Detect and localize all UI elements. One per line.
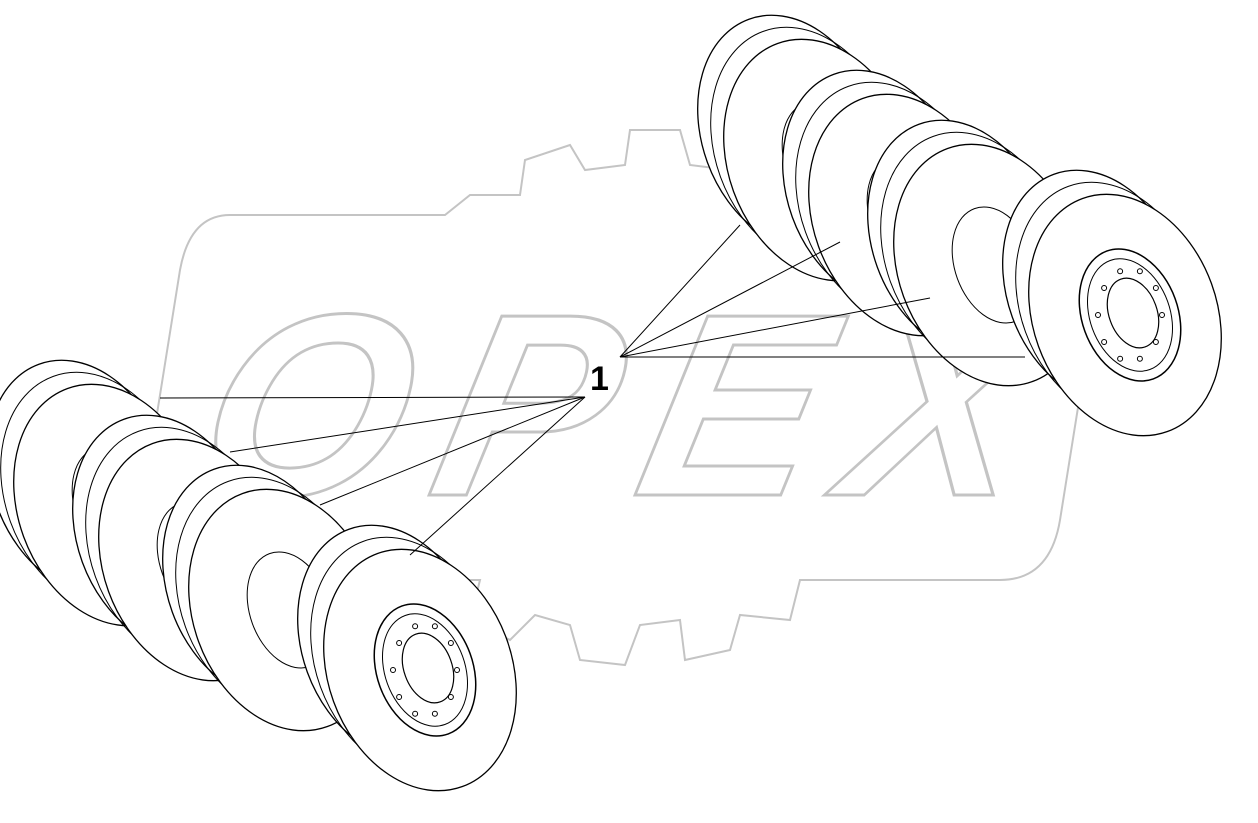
lug-hole [1117,268,1124,275]
lug-hole [396,639,403,646]
lug-hole [454,667,460,673]
lug-hole [1101,284,1108,291]
lug-hole [1159,312,1165,318]
leader-line [159,396,586,399]
rim-outer [373,603,477,737]
rim-outer [1078,248,1182,382]
lug-hole [412,623,419,630]
lug-hole [431,623,438,630]
lug-hole [1095,312,1101,318]
tire-front-sidewall [1028,193,1222,437]
lug-hole [447,694,454,701]
lug-hole [1136,268,1143,275]
lug-hole [390,667,396,673]
lug-hole [1136,355,1143,362]
lug-hole [1152,339,1159,346]
leader-line [619,297,931,358]
leader-line [619,224,741,358]
hub-bore [1106,277,1160,349]
rim-inner [1086,258,1174,372]
leader-line [619,241,841,358]
lug-hole [447,639,454,646]
lug-hole [431,710,438,717]
callout-label: 1 [590,360,609,398]
rim-inner [381,613,469,727]
lug-hole [1117,355,1124,362]
leader-line [319,396,586,506]
lug-hole [1152,284,1159,291]
lug-hole [396,694,403,701]
leader-line [229,396,586,453]
leader-line [409,396,586,556]
lug-hole [1101,339,1108,346]
hub-bore [401,632,455,704]
tire-front-sidewall [323,548,517,792]
lug-hole [412,710,419,717]
